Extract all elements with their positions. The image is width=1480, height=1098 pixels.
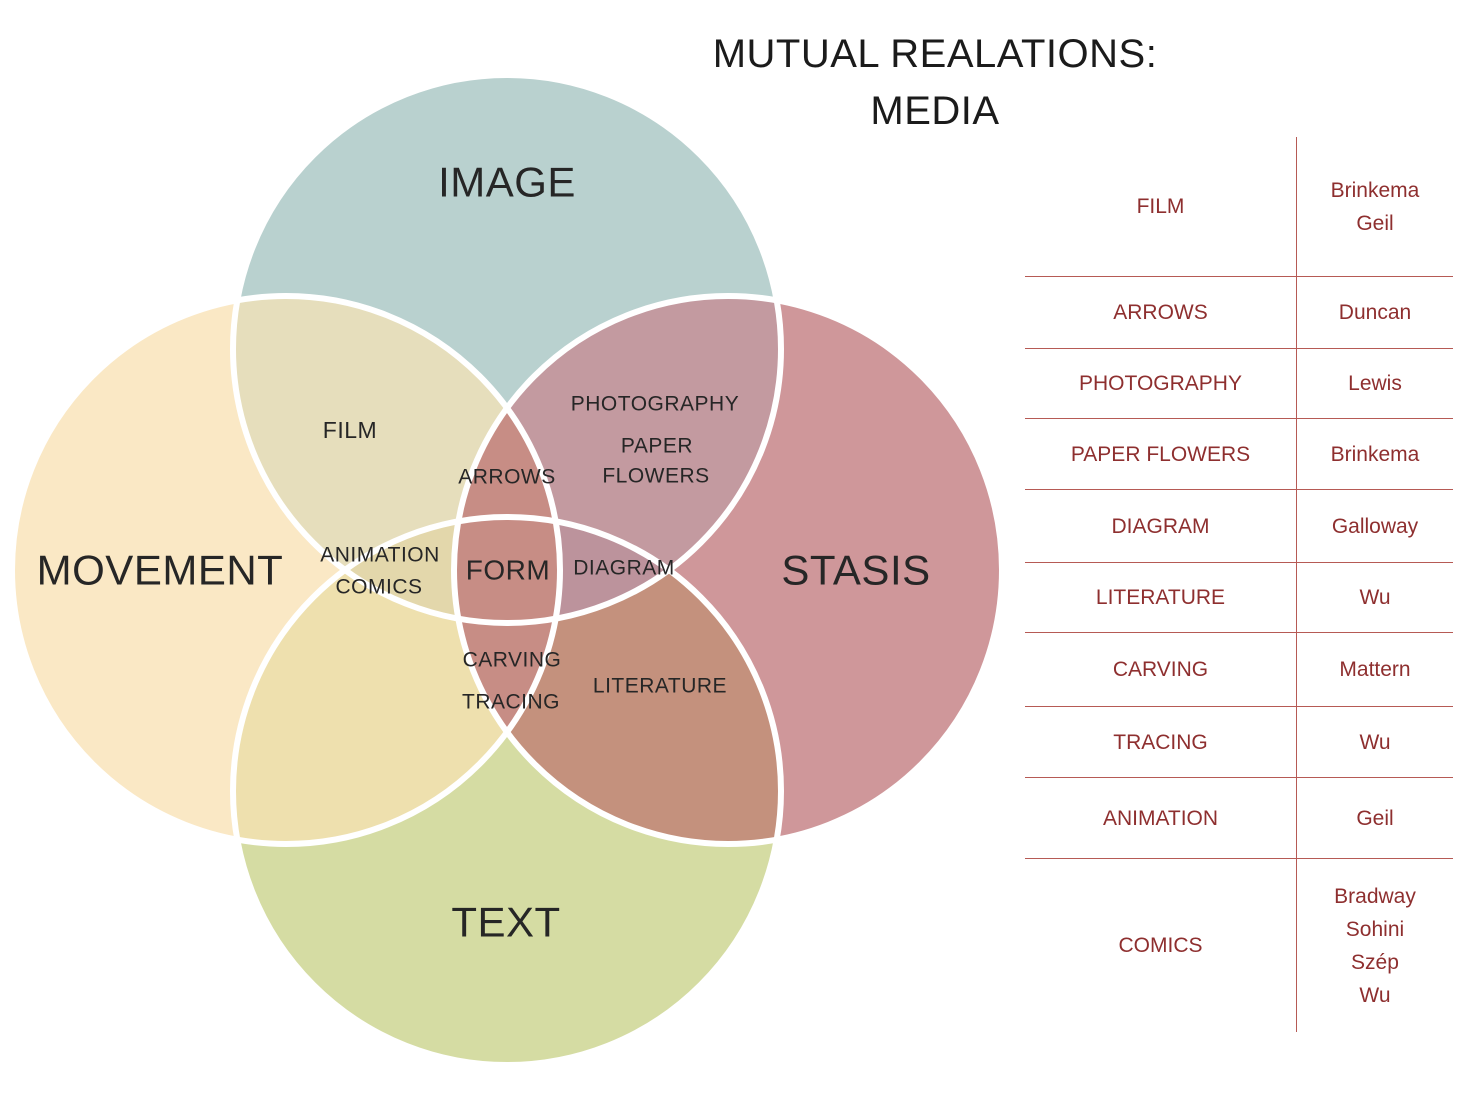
medium-cell: PHOTOGRAPHY bbox=[1025, 349, 1297, 418]
table-row: ANIMATION Geil bbox=[1025, 778, 1453, 859]
authors-table: FILM Brinkema Geil ARROWS Duncan PHOTOGR… bbox=[1025, 137, 1453, 1032]
page-title: MUTUAL REALATIONS: MEDIA bbox=[640, 26, 1230, 140]
movement-circle-outline bbox=[9, 293, 563, 847]
image-label: IMAGE bbox=[438, 159, 576, 206]
authors-cell: Brinkema bbox=[1330, 442, 1420, 466]
comics-label: COMICS bbox=[336, 576, 423, 599]
medium-cell: CARVING bbox=[1025, 633, 1297, 706]
photography-label-line3: FLOWERS bbox=[602, 465, 709, 488]
arrows-label: ARROWS bbox=[458, 466, 556, 489]
photography-label-line2: PAPER bbox=[621, 435, 693, 458]
medium-cell: COMICS bbox=[1025, 859, 1297, 1032]
medium-cell: ARROWS bbox=[1025, 277, 1297, 348]
authors-cell: Lewis bbox=[1348, 372, 1402, 395]
venn-diagram: IMAGE MOVEMENT STASIS TEXT FILM PHOTOGRA… bbox=[9, 72, 1005, 1068]
table-row: PHOTOGRAPHY Lewis bbox=[1025, 349, 1453, 419]
film-label: FILM bbox=[323, 417, 377, 443]
medium-cell: PAPER FLOWERS bbox=[1025, 419, 1297, 489]
literature-label: LITERATURE bbox=[593, 675, 727, 698]
title-line1: MUTUAL REALATIONS: bbox=[712, 32, 1158, 76]
authors-cell: Duncan bbox=[1338, 301, 1412, 324]
movement-label: MOVEMENT bbox=[37, 547, 284, 594]
authors-cell: Bradway Sohini Szép Wu bbox=[1334, 884, 1416, 1007]
table-row: DIAGRAM Galloway bbox=[1025, 490, 1453, 563]
form-label: FORM bbox=[466, 555, 550, 586]
authors-cell: Mattern bbox=[1339, 658, 1411, 681]
animation-label: ANIMATION bbox=[320, 544, 440, 567]
table-row: FILM Brinkema Geil bbox=[1025, 137, 1453, 277]
title-line2: MEDIA bbox=[870, 89, 1000, 133]
table-row: COMICS Bradway Sohini Szép Wu bbox=[1025, 859, 1453, 1032]
table-row: ARROWS Duncan bbox=[1025, 277, 1453, 349]
medium-cell: FILM bbox=[1025, 137, 1297, 276]
stasis-circle-outline bbox=[451, 293, 1005, 847]
medium-cell: LITERATURE bbox=[1025, 563, 1297, 632]
authors-cell: Brinkema Geil bbox=[1330, 178, 1420, 235]
authors-cell: Galloway bbox=[1331, 514, 1419, 538]
medium-cell: ANIMATION bbox=[1025, 778, 1297, 858]
medium-cell: TRACING bbox=[1025, 707, 1297, 777]
authors-cell: Wu bbox=[1359, 586, 1391, 609]
authors-cell: Geil bbox=[1356, 806, 1394, 830]
table-row: LITERATURE Wu bbox=[1025, 563, 1453, 633]
text-circle-outline bbox=[230, 514, 784, 1068]
medium-cell: DIAGRAM bbox=[1025, 490, 1297, 562]
authors-cell: Wu bbox=[1359, 730, 1391, 754]
table-row: PAPER FLOWERS Brinkema bbox=[1025, 419, 1453, 490]
text-label: TEXT bbox=[451, 899, 560, 946]
stasis-label: STASIS bbox=[781, 547, 930, 594]
tracing-label: TRACING bbox=[462, 691, 560, 714]
photography-label-line1: PHOTOGRAPHY bbox=[571, 393, 739, 416]
carving-label: CARVING bbox=[463, 649, 562, 672]
center-lens-region bbox=[453, 407, 561, 733]
table-row: CARVING Mattern bbox=[1025, 633, 1453, 707]
diagram-label: DIAGRAM bbox=[573, 557, 675, 580]
image-circle-outline bbox=[230, 72, 784, 626]
table-row: TRACING Wu bbox=[1025, 707, 1453, 778]
